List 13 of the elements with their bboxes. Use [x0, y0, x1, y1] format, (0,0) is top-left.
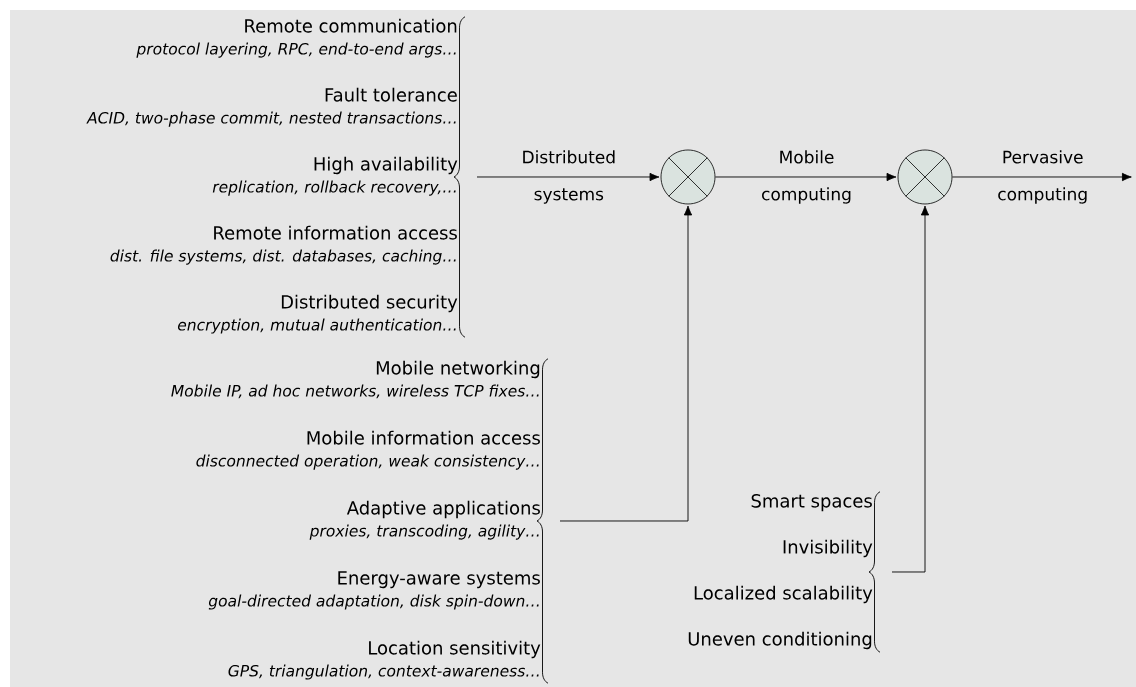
- multiplier-circle: [660, 149, 716, 205]
- edge-label: Distributed systems: [523, 150, 615, 204]
- edge-label: Pervasive computing: [998, 150, 1087, 204]
- multiplier-circle: [897, 149, 953, 205]
- topic-list: Mobile networking Mobile IP, ad hoc networks, wireless TCP fixes… Mobile information access disconnected operation, weak consistency… Adaptive applications proxies, transcoding, agility… Energy-aware systems goal-directed adaptation, disk spin-down… Location sensitivity GPS, triangulation, context-awareness…: [171, 358, 549, 684]
- arrow: [559, 205, 693, 522]
- arrow: [714, 172, 897, 182]
- edge-label: Mobile computing: [762, 150, 851, 204]
- arrow: [951, 172, 1132, 182]
- arrow: [476, 172, 660, 182]
- topic-list: Smart spaces Invisibility Localized scalability Uneven conditioning: [688, 491, 881, 653]
- topic-list: Remote communication protocol layering, RPC, end-to-end args… Fault tolerance ACID, two-phase commit, nested transactions… High availability replication, rollback recovery,… Remote information access dist. file systems, dist. databases, caching… Distributed security encryption, mutual authentication…: [86, 16, 466, 338]
- arrow: [891, 205, 930, 573]
